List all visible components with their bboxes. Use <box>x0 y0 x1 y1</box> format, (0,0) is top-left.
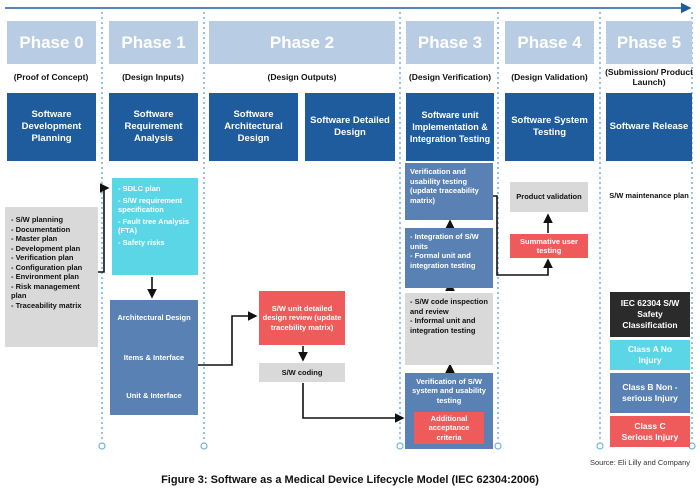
sw-coding: S/W coding <box>259 363 345 382</box>
code-inspection-box: - S/W code inspection and review - Infor… <box>405 293 493 365</box>
list-item: - S/W requirement specification <box>118 195 183 215</box>
class-c-badge: Class C Serious Injury <box>610 416 690 447</box>
class-a-badge: Class A No Injury <box>610 340 690 370</box>
phase-1-requirements-list: - SDLC plan - S/W requirement specificat… <box>112 178 198 275</box>
arrow-phase3-to-phase4 <box>493 195 553 276</box>
list-item: - Verification plan <box>11 253 74 262</box>
additional-acceptance-criteria: Additional acceptance criteria <box>414 412 484 444</box>
list-item: - Documentation <box>11 224 71 234</box>
phase-3-header: Phase 3 <box>406 21 494 64</box>
phase-0-subtitle: (Proof of Concept) <box>13 72 89 82</box>
phase-3-subtitle: (Design Verification) <box>408 72 492 82</box>
arrow-coding-to-verification <box>302 383 405 423</box>
phase-2-header: Phase 2 <box>209 21 395 64</box>
integration-testing-box: - Integration of S/W units - Formal unit… <box>405 228 493 288</box>
list-item: - Formal unit and integration testing <box>410 251 476 270</box>
phase-5-subtitle: (Submission/ Product Launch) <box>605 67 693 87</box>
class-b-badge: Class B Non - serious Injury <box>610 373 690 413</box>
list-item: - Fault tree Analysis (FTA) <box>118 216 189 236</box>
arrow-phase0-to-phase1 <box>98 183 110 273</box>
architectural-design-label: Architectural Design <box>117 313 191 323</box>
software-system-testing: Software System Testing <box>505 93 594 161</box>
unit-detailed-design-review: S/W unit detailed design review (update … <box>259 291 345 345</box>
phase-4-subtitle: (Design Validation) <box>511 72 588 82</box>
summative-user-testing: Summative user testing <box>510 234 588 258</box>
phase-5-header: Phase 5 <box>606 21 692 64</box>
list-item: - Configuration plan <box>11 262 83 272</box>
phase-0-header: Phase 0 <box>7 21 96 64</box>
system-verification-label: Verification of S/W system and usability… <box>412 376 486 405</box>
phase-1-header: Phase 1 <box>109 21 198 64</box>
items-interface-label: Items & Interface <box>123 353 185 363</box>
list-item: - Risk management plan <box>11 281 80 301</box>
list-item: - Integration of S/W units <box>410 232 479 251</box>
list-item: - Environment plan <box>11 272 79 281</box>
phase-4-header: Phase 4 <box>505 21 594 64</box>
phase-1-subtitle: (Design Inputs) <box>122 72 184 82</box>
phase-1-architectural-box <box>110 300 198 415</box>
software-architectural-design: Software Architectural Design <box>209 93 298 161</box>
verification-usability-testing: Verification and usability testing (upda… <box>405 163 493 220</box>
arrow-phase1-to-review <box>197 311 258 366</box>
list-item: - SDLC plan <box>118 184 161 193</box>
list-item: - Development plan <box>11 243 81 253</box>
software-detailed-design: Software Detailed Design <box>305 93 395 161</box>
software-development-planning: Software Development Planning <box>7 93 96 161</box>
software-unit-implementation: Software unit Implementation & Integrati… <box>406 93 494 161</box>
list-item: - Master plan <box>11 234 58 243</box>
list-item: - Informal unit and integration testing <box>410 316 476 335</box>
phase-0-planning-list: - S/W planning - Documentation - Master … <box>5 207 98 347</box>
list-item: - S/W code inspection and review <box>410 297 488 316</box>
iec-62304-classification: IEC 62304 S/W Safety Classification <box>610 292 690 337</box>
list-item: - Traceability matrix <box>11 300 82 310</box>
product-validation: Product validation <box>510 182 588 212</box>
unit-interface-label: Unit & Interface <box>126 391 182 401</box>
list-item: - S/W planning <box>11 215 64 224</box>
software-requirement-analysis: Software Requirement Analysis <box>109 93 198 161</box>
source-credit: Source: Eli Lilly and Company <box>589 458 690 467</box>
phase-2-subtitle: (Design Outputs) <box>267 72 337 82</box>
figure-caption: Figure 3: Software as a Medical Device L… <box>161 474 539 486</box>
sw-maintenance-plan: S/W maintenance plan <box>609 191 689 200</box>
software-release: Software Release <box>606 93 692 161</box>
list-item: - Safety risks <box>118 237 165 247</box>
